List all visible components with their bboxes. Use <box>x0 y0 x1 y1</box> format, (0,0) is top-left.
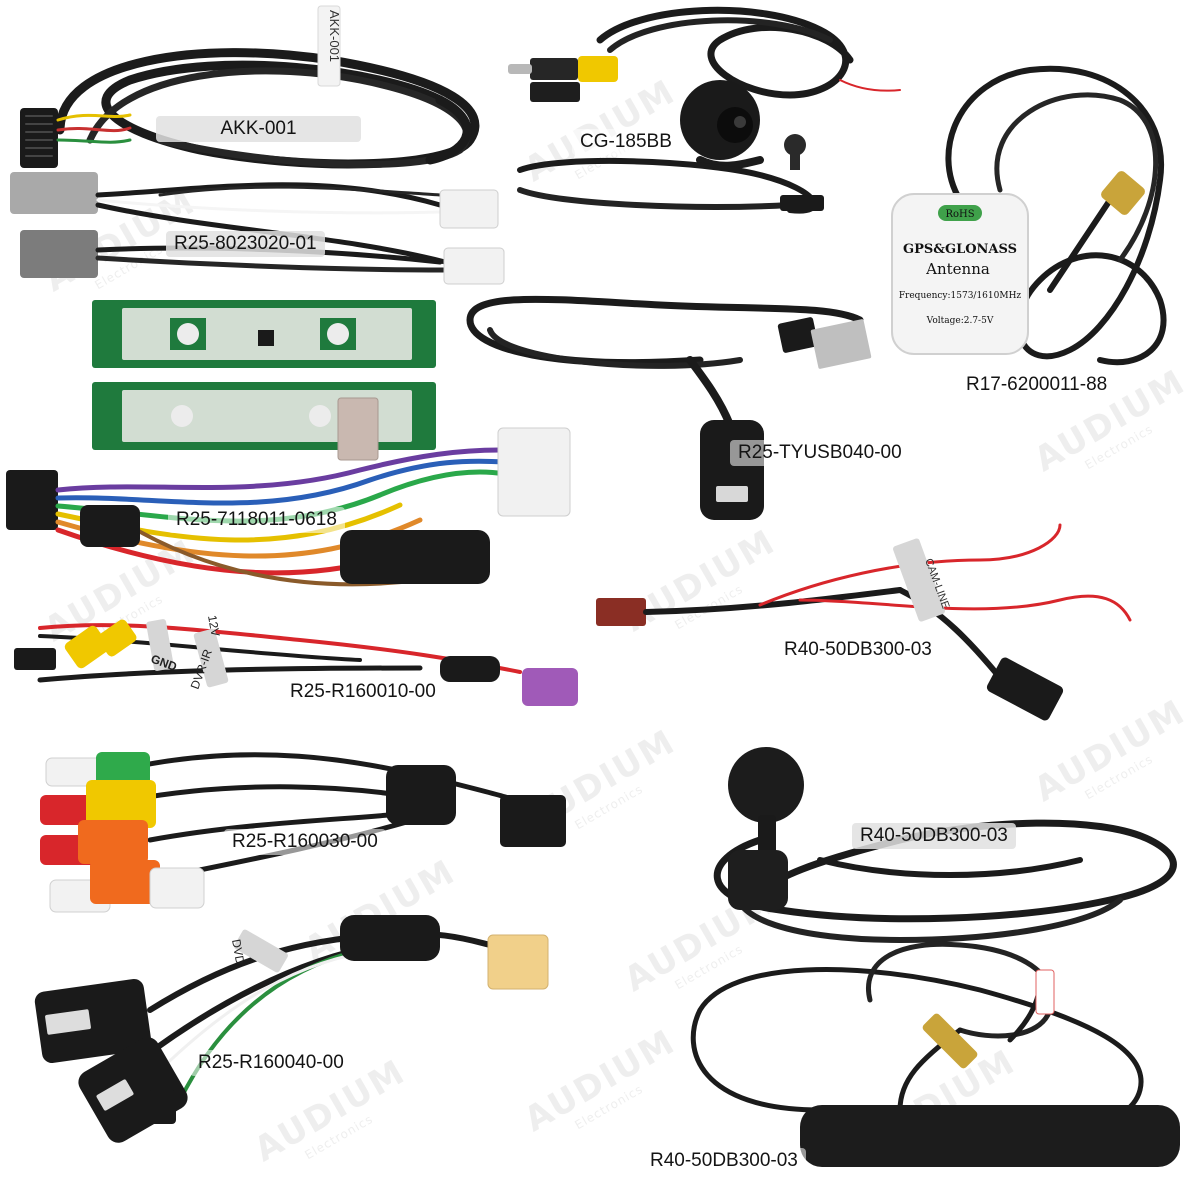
label-r25-8023020-01: R25-8023020-01 <box>166 231 325 257</box>
usb-female-socket <box>34 978 152 1064</box>
rca-plugs <box>40 752 205 913</box>
r40-50db300-camera-line: CAM-LINE <box>596 523 1132 721</box>
label-r40-50db300-03-camera: R40-50DB300-03 <box>776 637 940 663</box>
gps-frequency: Frequency:1573/1610MHz <box>899 291 1022 301</box>
white-connector <box>443 247 505 285</box>
tan-connector <box>487 934 549 990</box>
black-connector <box>6 470 58 530</box>
brown-connector <box>596 598 646 626</box>
akk-001-harness: AKK-001 <box>20 5 480 169</box>
gps-antenna-text: Antenna <box>925 260 990 278</box>
filter-module <box>340 530 490 584</box>
r25-r160030-rca-harness <box>40 752 566 913</box>
pcb-connector <box>337 397 379 461</box>
r25-tyusb040-usb-cable <box>466 295 872 520</box>
grey-connector <box>20 230 98 278</box>
label-r25-7118011-0618: R25-7118011-0618 <box>168 507 345 533</box>
label-r40-50db300-03-microphone: R40-50DB300-03 <box>852 823 1016 849</box>
gps-antenna-body <box>891 193 1029 355</box>
label-r25-r160040-00: R25-R160040-00 <box>190 1050 352 1076</box>
label-akk-001: AKK-001 <box>156 116 361 142</box>
microphone-clip <box>728 850 788 910</box>
white-connector <box>497 427 571 517</box>
label-r40-50db300-03-dab: R40-50DB300-03 <box>642 1148 806 1174</box>
gps-voltage: Voltage:2.7-5V <box>926 316 994 326</box>
rohs-label: RoHS <box>945 209 974 220</box>
akk-tag-text: AKK-001 <box>327 10 342 62</box>
harness-wrap <box>386 765 456 825</box>
grey-connector <box>10 172 98 214</box>
r25-r160010-harness: GND DVR-IR 12V <box>14 614 578 706</box>
smb-connector <box>922 1013 978 1069</box>
gps-title: GPS&GLONASS <box>903 242 1017 257</box>
r25-r160040-usb-harness: DVD <box>34 915 549 1143</box>
label-r25-r160010-00: R25-R160010-00 <box>282 679 444 705</box>
label-cg-185bb: CG-185BB <box>572 129 680 155</box>
label-r17-6200011-88: R17-6200011-88 <box>958 372 1116 398</box>
12v-tag: 12V <box>205 614 222 637</box>
purple-connector <box>522 668 578 706</box>
microphone-foam <box>728 747 804 823</box>
gps-glonass-antenna: RoHS GPS&GLONASS Antenna Frequency:1573/… <box>891 65 1167 366</box>
cg-185bb-camera <box>508 6 901 214</box>
label-r25-tyusb040-00: R25-TYUSB040-00 <box>730 440 910 466</box>
yellow-rca-plug <box>578 56 618 82</box>
r25-7118011-harness <box>6 427 571 587</box>
dc-socket <box>986 657 1064 721</box>
dab-antenna-strip <box>800 1105 1180 1167</box>
pcb-boards <box>92 300 436 461</box>
r25-8023020-01-harness <box>10 172 505 285</box>
harness-wrap <box>340 915 440 961</box>
black-connector <box>500 795 566 847</box>
label-r25-r160030-00: R25-R160030-00 <box>224 829 386 855</box>
white-connector <box>439 189 499 229</box>
r40-50db300-dab-antenna <box>690 941 1180 1167</box>
usb-a-plug <box>810 319 872 369</box>
dvd-tag: DVD <box>229 938 247 966</box>
akk-tag <box>317 5 341 87</box>
usb-panel-socket <box>700 420 764 520</box>
